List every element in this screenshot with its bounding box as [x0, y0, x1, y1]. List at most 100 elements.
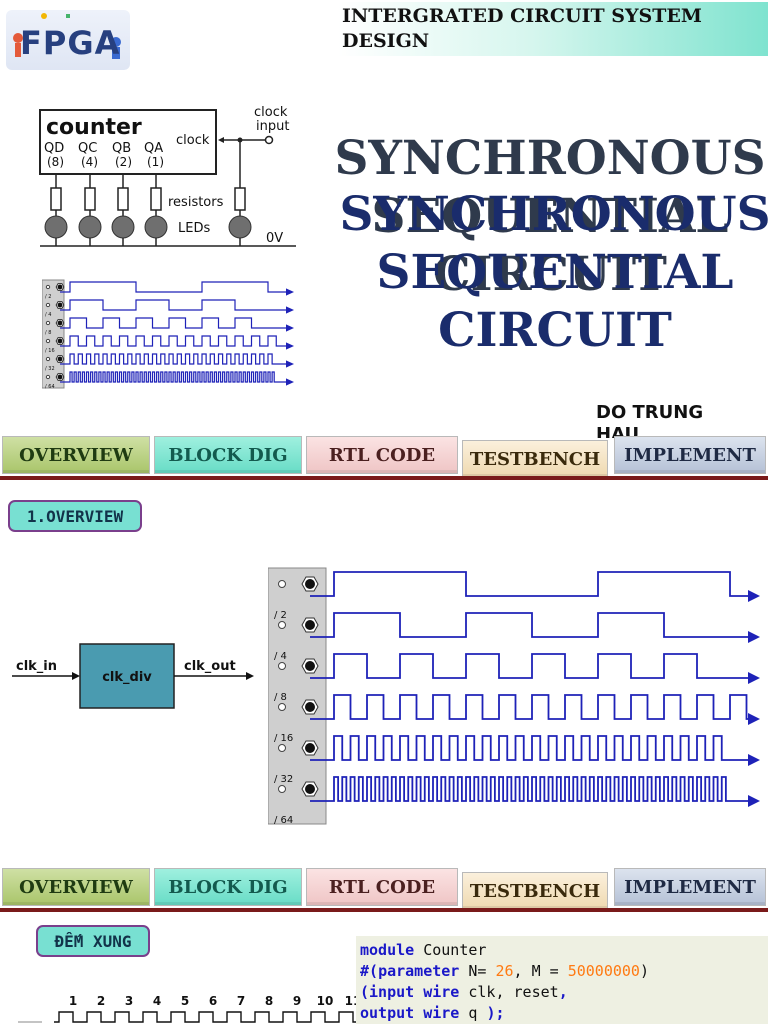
- output-qc: QC: [78, 141, 97, 156]
- connector-dot-icon: [45, 374, 51, 380]
- timeline-number: 3: [125, 994, 133, 1008]
- output-qa-div: (1): [147, 155, 164, 169]
- timeline-number: 10: [317, 994, 334, 1008]
- connector-node-dot: [57, 302, 63, 308]
- arrow-icon: [286, 306, 294, 314]
- led-qd-icon: [44, 215, 68, 239]
- tab-implement-2[interactable]: IMPLEMENT: [614, 868, 766, 906]
- timeline-number: 5: [181, 994, 189, 1008]
- arrow-icon: [748, 795, 760, 807]
- clock-input-label-2: input: [256, 119, 289, 134]
- tab-testbench-2[interactable]: TESTBENCH: [462, 872, 608, 910]
- divider-label: / 16: [45, 348, 55, 354]
- timeline-number: 8: [265, 994, 273, 1008]
- divider-label: / 8: [45, 330, 51, 336]
- divider-label: / 32: [274, 774, 293, 785]
- timeline-number: 7: [237, 994, 245, 1008]
- connector-dot-icon: [278, 580, 286, 588]
- divider-waveform: [310, 694, 750, 720]
- connector-node-dot: [57, 338, 63, 344]
- divider-label: / 8: [274, 692, 287, 703]
- divider-waveform: [60, 353, 288, 365]
- tab-rtl-code[interactable]: RTL CODE: [306, 436, 458, 474]
- leds-label: LEDs: [178, 221, 210, 236]
- clk-out-label: clk_out: [184, 659, 236, 674]
- divider-label: / 2: [45, 294, 51, 300]
- arrow-icon: [748, 713, 760, 725]
- logo-decoration-icon: [13, 13, 121, 59]
- section-pulse-label[interactable]: ĐẾM XUNG: [36, 925, 150, 957]
- tab-overview-2[interactable]: OVERVIEW: [2, 868, 150, 906]
- arrow-icon: [748, 672, 760, 684]
- timeline-number: 4: [153, 994, 161, 1008]
- clock-pin-label: clock: [176, 133, 210, 148]
- divider-label: / 2: [274, 610, 287, 621]
- tab-block-dig[interactable]: BLOCK DIG: [154, 436, 302, 474]
- tab-block-dig-2[interactable]: BLOCK DIG: [154, 868, 302, 906]
- tab-overview[interactable]: OVERVIEW: [2, 436, 150, 474]
- connector-node-dot: [57, 320, 63, 326]
- led-clock-icon: [228, 215, 252, 239]
- resistors-label: resistors: [168, 195, 224, 210]
- arrow-icon: [748, 631, 760, 643]
- slide-title-front: SYNCHRONOUS SEQUENTIAL CIRCUIT: [339, 187, 768, 358]
- connector-node-dot: [57, 374, 63, 380]
- divider-waveform: [310, 612, 750, 638]
- connector-node-dot: [305, 743, 315, 753]
- nav-divider: [0, 476, 768, 480]
- divider-label: / 64: [45, 384, 55, 390]
- pulse-timeline: 1234567891011: [18, 994, 356, 1023]
- divider-label: / 4: [274, 651, 287, 662]
- connector-dot-icon: [45, 356, 51, 362]
- arrow-icon: [748, 754, 760, 766]
- nav-bar-top: OVERVIEW BLOCK DIG RTL CODE TESTBENCH IM…: [0, 436, 768, 480]
- arrow-icon: [286, 378, 294, 386]
- code-line-4: output wire q );: [360, 1004, 505, 1022]
- clock-input-label-1: clock: [254, 105, 288, 120]
- led-qc-icon: [78, 215, 102, 239]
- timeline-number: 6: [209, 994, 217, 1008]
- code-line-3: (input wire clk, reset,: [360, 983, 568, 1001]
- timeline-number: 9: [293, 994, 301, 1008]
- connector-dot-icon: [45, 302, 51, 308]
- divider-waveform: [310, 571, 750, 597]
- connector-dot-icon: [278, 662, 286, 670]
- divider-waveform: [310, 735, 750, 761]
- divider-label: / 32: [45, 366, 55, 372]
- output-qd-div: (8): [47, 155, 64, 169]
- slide-title-back: SYNCHRONOUS SEQUENTIAL CIRCUIT: [334, 131, 766, 302]
- timeline-number: 1: [69, 994, 77, 1008]
- divider-waveform: [60, 299, 288, 311]
- connector-dot-icon: [278, 744, 286, 752]
- arrow-icon: [286, 324, 294, 332]
- clk-div-block-label: clk_div: [102, 670, 152, 685]
- connector-node-dot: [305, 620, 315, 630]
- arrow-icon: [286, 360, 294, 368]
- tab-testbench[interactable]: TESTBENCH: [462, 440, 608, 478]
- divider-waveform: [60, 335, 288, 347]
- section-overview-label[interactable]: 1.OVERVIEW: [8, 500, 142, 532]
- arrow-icon: [286, 342, 294, 350]
- connector-node-dot: [305, 661, 315, 671]
- divider-waveform: [310, 653, 750, 679]
- tab-rtl-code-2[interactable]: RTL CODE: [306, 868, 458, 906]
- output-qb-div: (2): [115, 155, 132, 169]
- divider-label: / 4: [45, 312, 51, 318]
- counter-block-label: counter: [46, 115, 142, 140]
- large-divider-waveform: / 2 / 4 / 8 / 16 / 32 / 64: [268, 567, 760, 826]
- divider-waveform: [60, 281, 288, 293]
- connector-node-dot: [57, 356, 63, 362]
- connector-node-dot: [57, 284, 63, 290]
- tab-implement[interactable]: IMPLEMENT: [614, 436, 766, 474]
- output-qa: QA: [144, 141, 163, 156]
- output-qd: QD: [44, 141, 64, 156]
- author-name: DO TRUNG HAU: [596, 402, 704, 438]
- code-line-2: #(parameter N= 26, M = 50000000): [360, 962, 649, 980]
- led-qa-icon: [144, 215, 168, 239]
- pulse-waveform: [54, 1011, 356, 1023]
- clk-div-block-diagram: clk_div clk_in clk_out: [12, 643, 254, 709]
- timeline-number: 11: [345, 994, 356, 1008]
- divider-label: / 64: [274, 815, 293, 826]
- divider-label: / 16: [274, 733, 293, 744]
- connector-dot-icon: [45, 284, 51, 290]
